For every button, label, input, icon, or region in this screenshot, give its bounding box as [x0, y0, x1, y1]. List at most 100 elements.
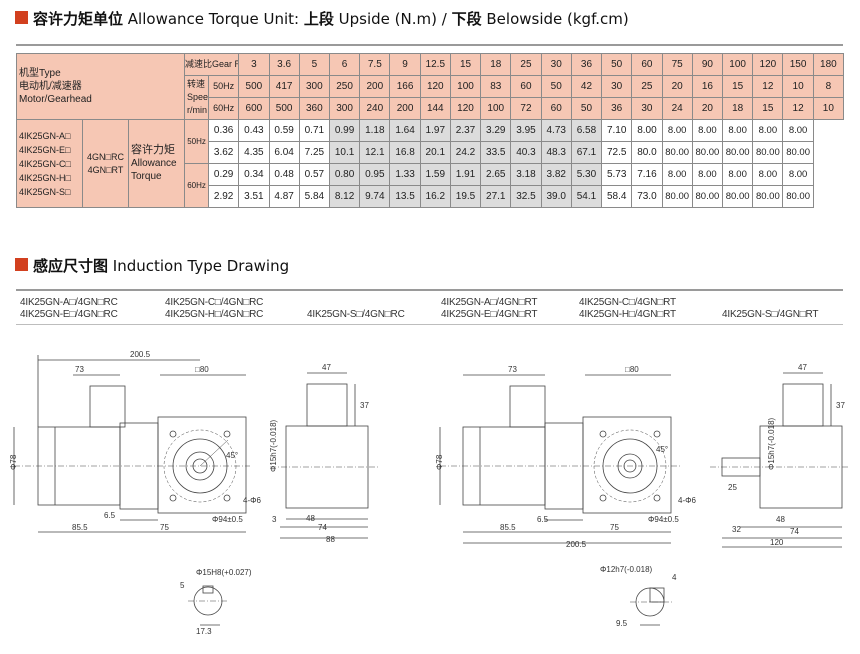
hz-50-label: 50Hz [208, 75, 240, 98]
torque-50hz-nm-cell: 8.00 [691, 119, 724, 142]
torque-60hz-nm-cell: 0.95 [359, 163, 391, 186]
torque-50hz-nm-cell: 7.10 [601, 119, 633, 142]
ratio-cell: 180 [812, 53, 845, 76]
dim-74: 74 [318, 523, 327, 532]
torque-60hz-kgf-cell: 3.51 [238, 185, 270, 208]
speed-60hz-cell: 200 [389, 97, 421, 120]
speed-50hz-cell: 200 [359, 75, 391, 98]
dim-88: 88 [326, 535, 335, 544]
torque-60hz-nm-cell: 7.16 [631, 163, 663, 186]
ratio-cell: 30 [540, 53, 572, 76]
speed-50hz-cell: 25 [631, 75, 663, 98]
dim-shaft: Φ15h7(-0.018) [767, 417, 776, 470]
dim-120: 120 [770, 538, 784, 547]
torque-50hz-kgf-cell: 67.1 [570, 141, 603, 164]
torque-50hz-kgf-cell: 33.5 [480, 141, 512, 164]
speed-50hz-cell: 30 [601, 75, 633, 98]
dim-key: Φ15H8(+0.027) [196, 568, 252, 577]
dim-pcd: Φ94±0.5 [212, 515, 243, 524]
torque-60hz-nm-cell: 5.30 [570, 163, 603, 186]
torque-50hz-nm-cell: 0.43 [238, 119, 270, 142]
torque-50hz-kgf-cell: 24.2 [449, 141, 482, 164]
torque-60hz-nm-cell: 1.33 [389, 163, 421, 186]
torque-60hz-nm-cell: 1.59 [419, 163, 451, 186]
torque-60hz-kgf-cell: 5.84 [298, 185, 330, 208]
induction-title: 感应尺寸图 Induction Type Drawing [33, 257, 290, 275]
hz-50-torque-label: 50Hz [184, 119, 210, 164]
speed-60hz-cell: 15 [752, 97, 784, 120]
torque-50hz-nm-cell: 0.71 [298, 119, 330, 142]
torque-50hz-kgf-cell: 3.62 [208, 141, 240, 164]
ratio-cell: 3 [238, 53, 270, 76]
speed-60hz-cell: 50 [570, 97, 603, 120]
torque-60hz-nm-cell: 0.48 [268, 163, 300, 186]
motor-side-view-right [439, 374, 680, 544]
speed-60hz-cell: 120 [449, 97, 482, 120]
ratio-cell: 3.6 [268, 53, 300, 76]
torque-50hz-nm-cell: 3.29 [480, 119, 512, 142]
torque-60hz-kgf-cell: 80.00 [722, 185, 754, 208]
torque-50hz-nm-cell: 8.00 [661, 119, 693, 142]
speed-60hz-cell: 500 [268, 97, 300, 120]
torque-60hz-kgf-cell: 19.5 [449, 185, 482, 208]
dim-total: 200.5 [566, 540, 587, 549]
torque-60hz-kgf-cell: 80.00 [752, 185, 784, 208]
torque-50hz-kgf-cell: 80.00 [752, 141, 784, 164]
motor-gearhead-header: 机型Type 电动机/减速器 Motor/Gearhead [15, 53, 186, 120]
model-label: 4IK25GN-A□/4GN□RC [20, 297, 118, 308]
torque-50hz-nm-cell: 1.18 [359, 119, 391, 142]
torque-50hz-nm-cell: 0.99 [328, 119, 361, 142]
ratio-cell: 36 [570, 53, 603, 76]
model-label: 4IK25GN-C□/4GN□RC [165, 297, 264, 308]
dim-73: 73 [75, 365, 84, 374]
dim-shaft: Φ15h7(-0.018) [269, 419, 278, 472]
torque-50hz-kgf-cell: 48.3 [540, 141, 572, 164]
motor-front-view-right [710, 372, 850, 548]
dim-85-5: 85.5 [72, 523, 88, 532]
section-divider [16, 289, 843, 291]
dim-48: 48 [776, 515, 785, 524]
torque-50hz-nm-cell: 2.37 [449, 119, 482, 142]
dimension-labels-right: 73 □80 Φ78 6.5 85.5 75 200.5 45° 4-Φ6 Φ9… [435, 363, 845, 628]
ratio-cell: 50 [601, 53, 633, 76]
gear-type-list: 4GN□RC 4GN□RT [82, 119, 129, 208]
dim-6-5: 6.5 [537, 515, 549, 524]
speed-50hz-cell: 60 [510, 75, 542, 98]
ratio-cell: 120 [752, 53, 784, 76]
torque-60hz-kgf-cell: 27.1 [480, 185, 512, 208]
ratio-cell: 100 [722, 53, 754, 76]
dim-sq80: □80 [625, 365, 639, 374]
speed-header: 转速Speed r/min [184, 75, 210, 120]
torque-50hz-nm-cell: 3.95 [510, 119, 542, 142]
speed-60hz-cell: 240 [359, 97, 391, 120]
ratio-cell: 7.5 [359, 53, 391, 76]
speed-60hz-cell: 100 [480, 97, 512, 120]
spec-table: 机型Type 电动机/减速器 Motor/Gearhead 减速比Gear Ra… [15, 53, 845, 208]
dim-key-4: 4 [672, 573, 677, 582]
dim-holes: 4-Φ6 [678, 496, 696, 505]
shaft-key-detail-right [630, 587, 672, 626]
torque-50hz-nm-cell: 8.00 [782, 119, 814, 142]
allowance-title: 容许力矩单位 Allowance Torque Unit: 上段 Upside … [33, 10, 629, 28]
torque-50hz-nm-cell: 4.73 [540, 119, 572, 142]
torque-60hz-kgf-cell: 39.0 [540, 185, 572, 208]
dimension-labels-left: 200.5 73 □80 Φ78 6.5 85.5 75 45° 4-Φ6 Φ9… [9, 350, 369, 636]
torque-60hz-kgf-cell: 80.00 [691, 185, 724, 208]
speed-50hz-cell: 300 [298, 75, 330, 98]
torque-60hz-kgf-cell: 2.92 [208, 185, 240, 208]
speed-60hz-cell: 360 [298, 97, 330, 120]
ratio-cell: 5 [298, 53, 330, 76]
speed-60hz-cell: 20 [691, 97, 724, 120]
torque-50hz-kgf-cell: 80.0 [631, 141, 663, 164]
torque-50hz-kgf-cell: 10.1 [328, 141, 361, 164]
torque-50hz-nm-cell: 8.00 [631, 119, 663, 142]
torque-60hz-nm-cell: 0.29 [208, 163, 240, 186]
torque-60hz-nm-cell: 0.80 [328, 163, 361, 186]
model-list: 4IK25GN-A□ 4IK25GN-E□ 4IK25GN-C□ 4IK25GN… [16, 119, 83, 208]
speed-50hz-cell: 166 [389, 75, 421, 98]
model-label: 4IK25GN-S□/4GN□RT [722, 309, 819, 320]
torque-60hz-kgf-cell: 80.00 [661, 185, 693, 208]
torque-60hz-kgf-cell: 73.0 [631, 185, 663, 208]
model-label: 4IK25GN-H□/4GN□RC [165, 309, 264, 320]
torque-50hz-kgf-cell: 16.8 [389, 141, 421, 164]
